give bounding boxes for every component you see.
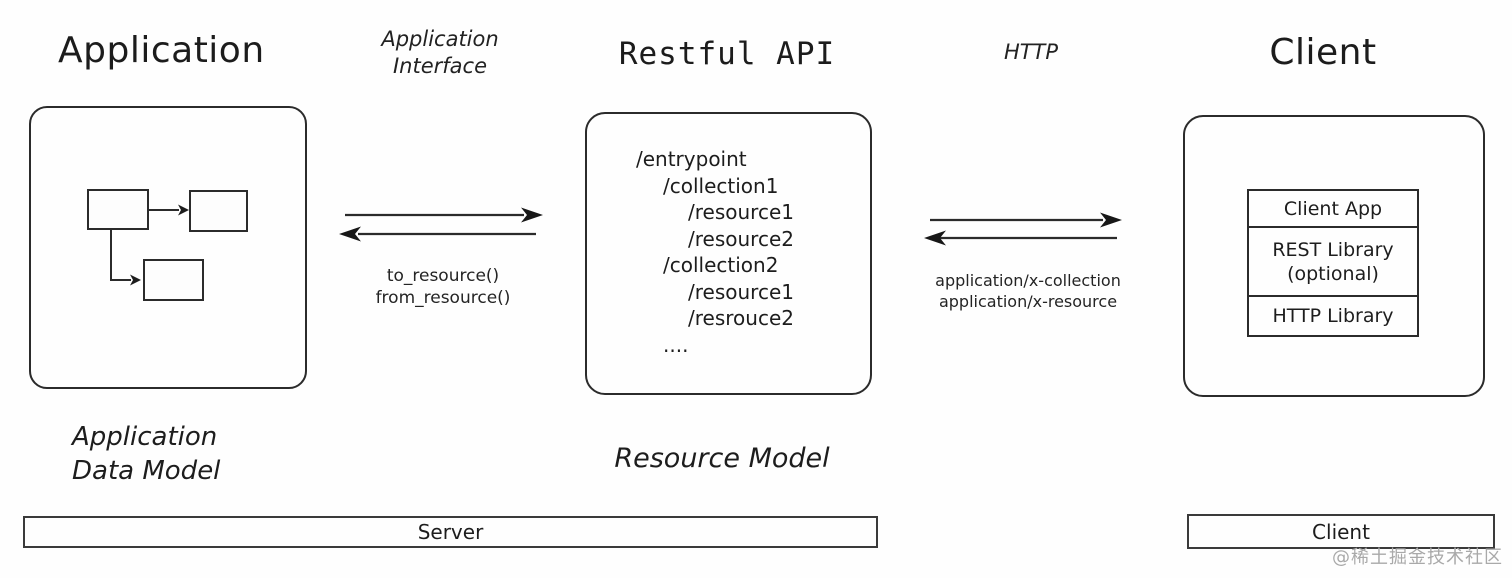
resource-path: /resource1 [688, 200, 794, 224]
rest-library-cell: REST Library (optional) [1249, 228, 1417, 297]
http-arrows [924, 212, 1122, 246]
client-stack: Client App REST Library (optional) HTTP … [1247, 189, 1419, 337]
application-interface-arrows [339, 207, 543, 242]
client-app-cell: Client App [1249, 191, 1417, 228]
client-box: Client App REST Library (optional) HTTP … [1183, 115, 1485, 397]
resource-path: /resource1 [688, 279, 794, 304]
resource-path: /resource2 [688, 226, 794, 251]
client-bar-label: Client [1312, 519, 1370, 544]
client-title: Client [1269, 32, 1377, 73]
server-bar: Server [23, 516, 878, 548]
resource-path: /collection1 [663, 173, 779, 198]
restful-api-box: /entrypoint/collection1/resource1/resour… [585, 112, 872, 395]
application-title: Application [58, 30, 265, 71]
data-model-arrows [110, 204, 189, 286]
data-model-node-c [143, 259, 204, 301]
resource-path: .... [663, 332, 689, 357]
http-library-cell: HTTP Library [1272, 305, 1394, 327]
resource-path: /entrypoint [636, 147, 747, 171]
server-bar-label: Server [417, 520, 484, 544]
restful-api-title: Restful API [618, 36, 836, 72]
data-model-node-b [189, 190, 248, 232]
resource-path: /resrouce2 [688, 306, 794, 330]
data-model-node-a [87, 189, 149, 230]
media-types-caption: application/x-collection application/x-r… [935, 271, 1121, 311]
resource-model-caption: Resource Model [614, 443, 830, 474]
resource-tree: /entrypoint/collection1/resource1/resour… [636, 146, 794, 358]
client-bar: Client [1187, 514, 1495, 549]
interface-methods-caption: to_resource() from_resource() [375, 266, 511, 308]
http-label: HTTP [1003, 40, 1059, 64]
application-interface-label: Application Interface [381, 27, 499, 78]
watermark: @稀土掘金技术社区 [1332, 547, 1503, 568]
application-box [29, 106, 307, 389]
resource-path: /collection2 [663, 253, 779, 277]
application-data-model-caption: Application Data Model [72, 422, 221, 486]
